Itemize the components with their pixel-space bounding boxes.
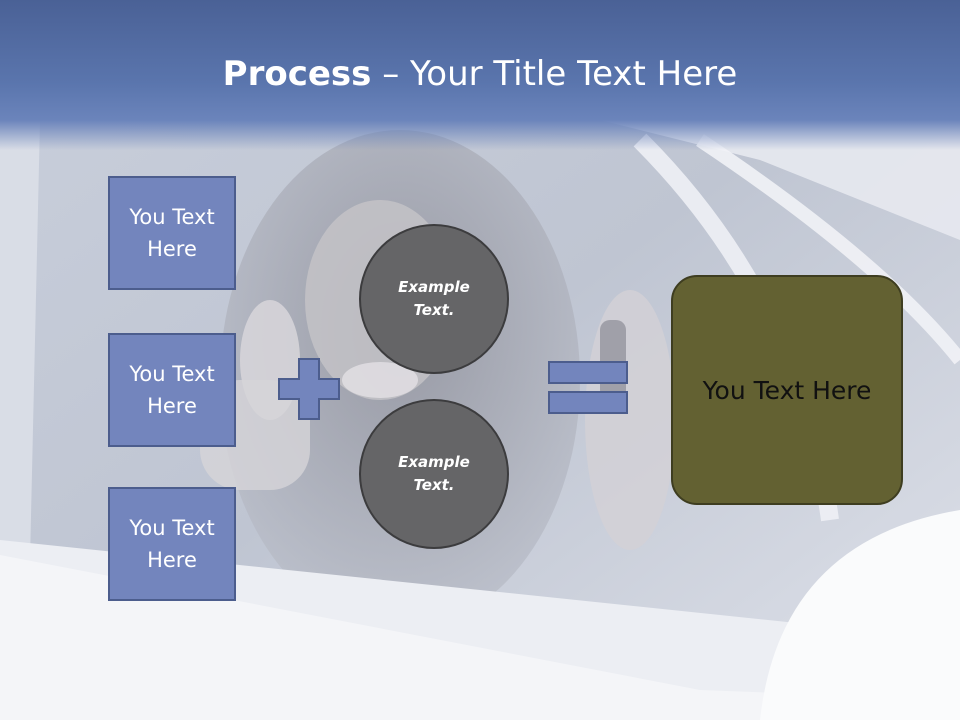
title-bold: Process (222, 54, 372, 94)
equals-icon (548, 361, 628, 414)
plus-icon (278, 358, 340, 420)
title-text: Your Title Text Here (410, 54, 738, 94)
title-dash: – (371, 54, 411, 94)
input-box-label: You Text Here (129, 516, 215, 572)
input-box-label: You Text Here (129, 205, 215, 261)
circle-label: Example Text. (398, 278, 470, 319)
title-bar (0, 0, 960, 150)
result-box: You Text Here (671, 275, 903, 505)
input-box-2: You Text Here (108, 333, 236, 447)
input-box-1: You Text Here (108, 176, 236, 290)
example-circle-2: Example Text. (359, 399, 509, 549)
input-box-3: You Text Here (108, 487, 236, 601)
example-circle-1: Example Text. (359, 224, 509, 374)
slide-title: Process – Your Title Text Here (0, 52, 960, 96)
result-label: You Text Here (702, 375, 872, 405)
input-box-label: You Text Here (129, 362, 215, 418)
circle-label: Example Text. (398, 453, 470, 494)
